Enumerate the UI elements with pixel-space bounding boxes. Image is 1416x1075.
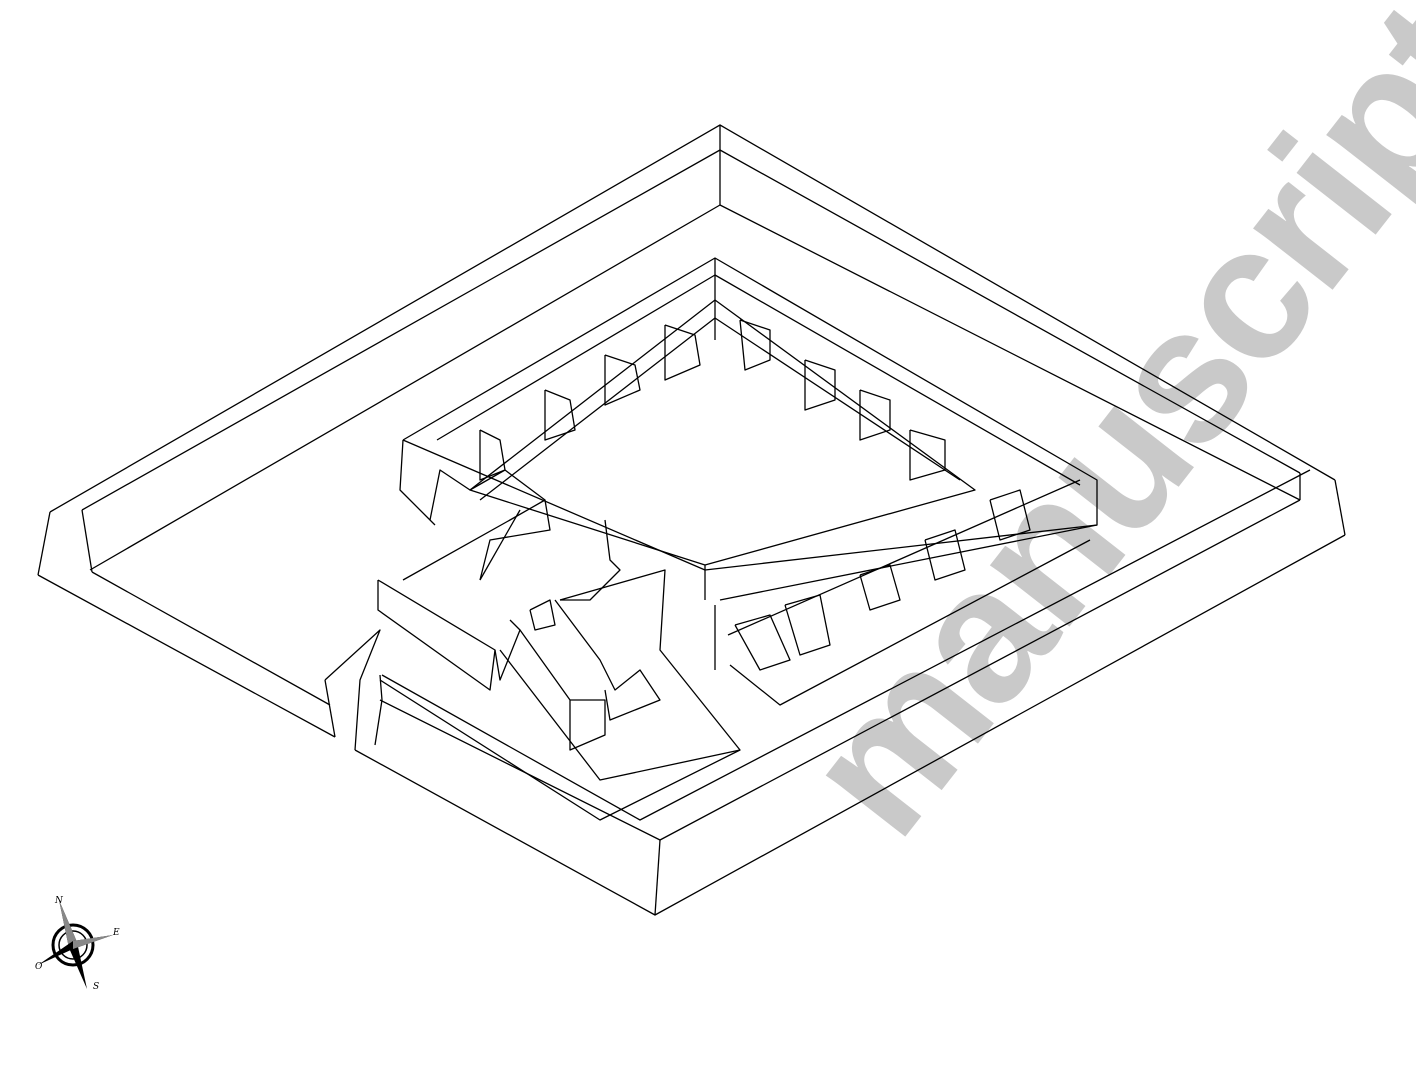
compass-south-label: S — [93, 982, 99, 992]
compass-rose-icon: N E O S — [35, 896, 120, 992]
central-courtyard-building — [399, 257, 1098, 706]
compass-east-label: E — [112, 928, 120, 938]
southwest-wing — [377, 469, 741, 821]
compass-north-label: N — [54, 896, 64, 906]
compass-west-label: O — [35, 962, 43, 972]
outer-platform — [37, 124, 1346, 916]
